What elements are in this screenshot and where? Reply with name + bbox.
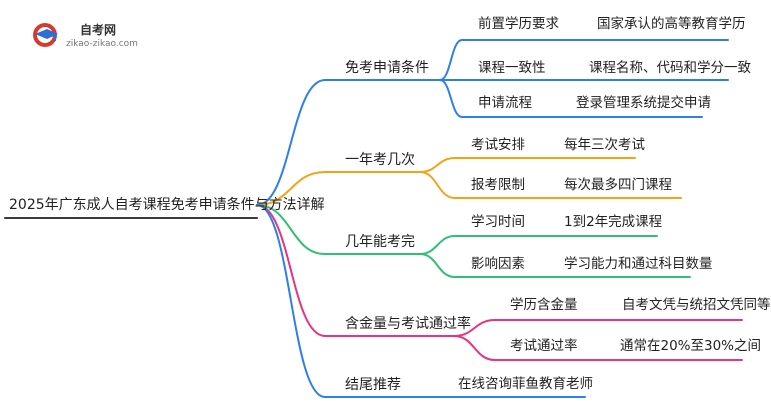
branch-value-and-pass-rate: 含金量与考试通过率 [345, 316, 471, 332]
leaf-influencing-factors: 影响因素 [471, 256, 525, 272]
graduation-cap-icon [33, 23, 58, 47]
connector-branch-0-leaf-0 [439, 39, 463, 81]
connector-branch-0-leaf-2 [439, 79, 463, 118]
leaf-prior-education: 前置学历要求 [478, 16, 559, 32]
value-prior-education: 国家承认的高等教育学历 [597, 16, 746, 32]
leaf-online-consultation: 在线咨询菲鱼教育老师 [458, 376, 593, 392]
value-course-consistency: 课程名称、代码和学分一致 [589, 60, 751, 76]
value-study-time: 1到2年完成课程 [564, 214, 663, 230]
value-influencing-factors: 学习能力和通过科目数量 [564, 256, 713, 272]
connector-branch-1-leaf-0 [419, 157, 456, 173]
root-topic: 2025年广东成人自考课程免考申请条件与方法详解 [9, 197, 325, 213]
connector-root-exams-per-year [256, 171, 326, 206]
value-pass-rate: 通常在20%至30%之间 [620, 338, 762, 354]
connector-root-exemption [256, 79, 326, 206]
leaf-course-consistency: 课程一致性 [478, 60, 546, 76]
connector-root-years-to-finish [256, 204, 326, 255]
leaf-degree-value: 学历含金量 [510, 297, 578, 313]
mindmap-connectors [4, 39, 743, 398]
leaf-application-process: 申请流程 [478, 95, 532, 111]
leaf-registration-limit: 报考限制 [471, 177, 525, 193]
connector-branch-3-leaf-1 [453, 335, 496, 361]
value-application-process: 登录管理系统提交申请 [576, 95, 711, 111]
leaf-pass-rate: 考试通过率 [510, 338, 578, 354]
connector-root-value-pass-rate [256, 204, 326, 337]
branch-years-to-finish: 几年能考完 [345, 234, 415, 250]
branch-exemption-conditions: 免考申请条件 [345, 60, 429, 76]
value-registration-limit: 每次最多四门课程 [564, 177, 672, 193]
branch-exams-per-year: 一年考几次 [345, 152, 415, 168]
value-exam-schedule: 每年三次考试 [564, 137, 645, 153]
connector-root-closing [256, 204, 326, 398]
connector-branch-2-leaf-1 [419, 253, 456, 278]
site-logo: 自考网 zikao-zikao.com [30, 18, 180, 52]
leaf-exam-schedule: 考试安排 [471, 137, 525, 153]
value-degree-value: 自考文凭与统招文凭同等 [622, 297, 771, 313]
logo-url: zikao-zikao.com [66, 39, 138, 49]
connector-branch-2-leaf-0 [419, 235, 456, 255]
leaf-study-time: 学习时间 [471, 214, 525, 230]
logo-brand: 自考网 [80, 23, 117, 37]
connector-branch-1-leaf-1 [419, 171, 456, 199]
branch-closing-recommendation: 结尾推荐 [345, 377, 401, 393]
